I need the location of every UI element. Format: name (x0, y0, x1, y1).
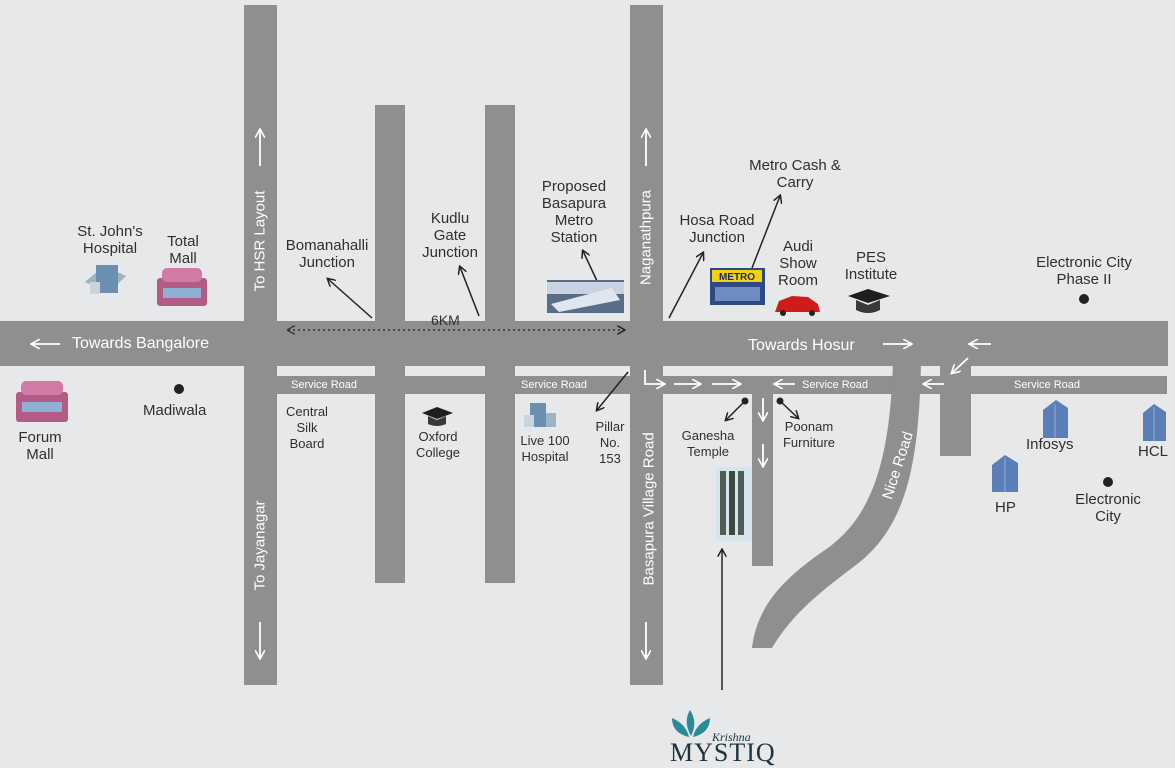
pointer-arrows (328, 196, 798, 690)
brand-name: MYSTIQ (670, 738, 776, 767)
building-icon-hcl (1143, 404, 1166, 441)
nice-road (752, 361, 921, 648)
madiwala-label: Madiwala (143, 402, 207, 419)
ecity-dot (1103, 477, 1113, 487)
kudlu-road (485, 105, 515, 583)
brand-prefix: Krishna (712, 730, 751, 744)
bomanahalli-label: Bomanahalli Junction (285, 237, 369, 271)
graduation-cap-icon (848, 289, 890, 313)
road-arrows (32, 130, 991, 658)
jayanagar-label: To Jayanagar (251, 500, 269, 591)
forum-mall-label: Forum Mall (18, 429, 62, 463)
oxford-label: Oxford College (415, 429, 461, 460)
project-building-icon (716, 467, 752, 541)
building-icon-infosys (1043, 400, 1068, 438)
total-mall-label: Total Mall (167, 233, 199, 267)
madiwala-dot (174, 384, 184, 394)
service-road-label-1: Service Road (291, 379, 358, 391)
st-johns-label: St. John's Hospital (77, 223, 143, 257)
service-road-label-4: Service Road (1014, 379, 1081, 391)
silk-board-label: Central Silk Board (286, 404, 328, 451)
basapura-road-label: Basapura Village Road (640, 432, 658, 586)
car-icon (775, 296, 820, 316)
ecity2-label: Electronic City Phase II (1036, 254, 1132, 288)
distance-label: 6KM (431, 312, 460, 328)
poonam-dot (776, 397, 784, 405)
ganesha-dot (741, 397, 749, 405)
metro-store-icon: METRO (710, 268, 765, 305)
towards-hosur-label: Towards Hosur (748, 337, 855, 354)
hosa-road-label: Hosa Road Junction (679, 212, 755, 246)
service-road-label-3: Service Road (802, 379, 869, 391)
towards-bangalore-label: Towards Bangalore (72, 335, 209, 352)
kudlu-label: Kudlu Gate Junction (422, 210, 478, 261)
metro-station-label: Proposed Basapura Metro Station (541, 178, 607, 246)
infosys-label: Infosys (1026, 436, 1074, 453)
ganesha-lane (752, 392, 773, 566)
bomanahalli-road (375, 105, 405, 583)
live100-label: Live 100 Hospital (520, 433, 570, 464)
poonam-label: Poonam Furniture (782, 419, 836, 450)
lotus-logo-icon (672, 710, 710, 737)
audi-label: Audi Show Room (777, 238, 818, 289)
ecity2-dot (1079, 294, 1089, 304)
hospital-icon (85, 265, 126, 294)
metro-train-icon (547, 280, 624, 313)
hp-label: HP (995, 499, 1016, 516)
hsr-layout-label: To HSR Layout (251, 190, 269, 292)
hcl-label: HCL (1138, 443, 1169, 460)
side-road-east (940, 360, 971, 456)
pillar-label: Pillar No. 153 (595, 419, 625, 466)
metro-store-sign: METRO (719, 272, 755, 283)
live100-hospital-icon (524, 403, 556, 427)
oxford-cap-icon (422, 407, 453, 426)
forum-mall-icon (16, 381, 68, 422)
ecity-label: Electronic City (1075, 491, 1141, 525)
naganathpura-basapura-road (630, 5, 663, 685)
building-icon-hp (992, 455, 1018, 492)
naganathpura-label: Naganathpura (637, 189, 655, 286)
hsr-jayanagar-road (244, 5, 277, 685)
pes-label: PES Institute (844, 249, 898, 283)
mall-icon (157, 268, 207, 306)
metro-cc-label: Metro Cash & Carry (749, 157, 841, 191)
ganesha-label: Ganesha Temple (681, 428, 735, 459)
service-road-label-2: Service Road (521, 379, 588, 391)
